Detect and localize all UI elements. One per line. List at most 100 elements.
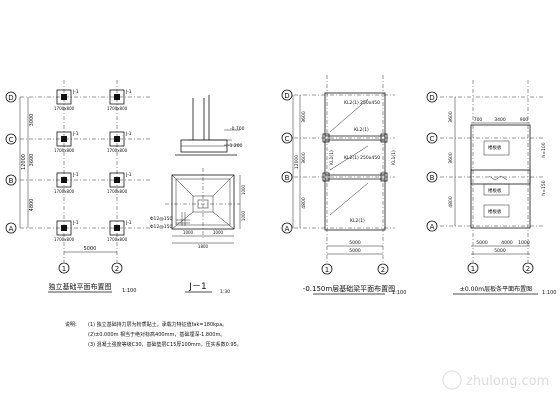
rebar-label: Φ12@150 <box>150 224 172 230</box>
scale-text: 1:100 <box>392 290 406 296</box>
column <box>114 136 120 142</box>
footing <box>109 89 125 105</box>
footing <box>56 220 72 236</box>
footing-label: J-1 <box>72 220 79 226</box>
dim-text-h: 5000 <box>349 248 361 254</box>
axis-label-2: 2 <box>526 265 530 273</box>
beam-label: KL2(1) <box>350 218 365 224</box>
column <box>61 225 67 231</box>
column <box>380 172 388 182</box>
footing-size: 1700x800 <box>107 106 128 111</box>
axis-bubble-d <box>426 91 438 103</box>
axis-bubble-a <box>281 222 293 234</box>
watermark-logo <box>442 370 462 390</box>
axis-label-1: 1 <box>325 266 329 274</box>
axis-label-2: 2 <box>381 266 385 274</box>
beam-frame <box>324 92 386 231</box>
dim-text: 3000 <box>29 114 35 127</box>
slab-label: 楼板板 <box>488 208 502 215</box>
dim-text: 1000 <box>241 210 246 221</box>
axis-bubble-c <box>5 133 17 145</box>
axis-bubble-c <box>426 132 438 144</box>
dim-text: 700 <box>474 117 483 123</box>
footing-size: 1700x800 <box>54 106 75 111</box>
axis-bubble-b <box>426 171 438 183</box>
dim-text: 4000 <box>501 240 513 246</box>
footing-size: 1700x800 <box>107 189 128 194</box>
dim-text: 1000 <box>213 230 224 235</box>
footing-label: J-1 <box>125 89 132 95</box>
axis-label-c: C <box>430 135 435 143</box>
footing-detail: -0.700 -1.200 Φ12@150 Φ12@150 1000 1000 … <box>150 95 246 295</box>
watermark: zhulong.com <box>442 370 549 390</box>
dim-total-text: 1800 <box>198 244 209 249</box>
axis-label-c: C <box>9 136 14 144</box>
footing <box>56 131 72 147</box>
slab-diagonal <box>329 98 369 133</box>
axis-label-d: D <box>8 94 13 102</box>
column <box>61 177 67 183</box>
beam-label: KL2(1) <box>354 127 369 133</box>
footing <box>56 172 72 188</box>
slope-line <box>212 174 235 197</box>
dim-text: 1000 <box>241 184 246 195</box>
scale-text: 1:100 <box>542 290 556 296</box>
slope-line <box>171 174 194 197</box>
scale-text: 1:30 <box>220 289 230 295</box>
panel-title: 独立基础平面布置图 <box>49 282 112 291</box>
axis-bubble-2 <box>111 262 123 274</box>
axis-label-a: A <box>430 223 435 231</box>
axis-label-2: 2 <box>115 265 119 273</box>
dim-text: 5000 <box>476 240 488 246</box>
side-label: h=150 <box>541 180 547 195</box>
dim-text: 3600 <box>301 111 307 123</box>
footing <box>109 220 125 236</box>
dim-text: 1000 <box>518 240 530 246</box>
dim-text: 3600 <box>301 152 307 164</box>
axis-label-c: C <box>285 135 290 143</box>
dim-text: 4800 <box>301 197 307 209</box>
beam-label: KL2(1) 250x450 <box>344 100 380 106</box>
dim-text-h: 5000 <box>349 240 361 246</box>
dim-text: 3600 <box>29 154 35 167</box>
dim-text: 3400 <box>494 117 506 123</box>
dim-text: 3600 <box>448 152 454 164</box>
notes-heading: 说明: <box>65 321 77 328</box>
footing-size: 1700x800 <box>107 148 128 153</box>
axis-label-d: D <box>429 94 434 102</box>
column <box>114 225 120 231</box>
side-label: h=100 <box>541 142 547 157</box>
design-notes: 说明: (1) 独立基础持力层为粉质黏土，承载力特征值fak=180kpa。 (… <box>65 321 242 348</box>
axis-bubble-d <box>5 91 17 103</box>
axis-bubble-1 <box>58 262 70 274</box>
axis-bubble-b <box>5 174 17 186</box>
axis-label-b: B <box>9 177 14 185</box>
column <box>114 177 120 183</box>
column <box>322 133 330 143</box>
note-line: (2)±0.000m 相当于绝对标高400mm，基础埋深-1.800m。 <box>88 331 225 338</box>
axis-label-1: 1 <box>62 265 66 273</box>
rebar-label: Φ12@150 <box>150 216 172 222</box>
footing-size: 1700x800 <box>54 237 75 242</box>
slab-zone <box>483 204 510 218</box>
panel-title: -0.150m层基础梁平面布置图 <box>303 284 395 293</box>
footing-label: J-1 <box>125 131 132 137</box>
column <box>61 136 67 142</box>
watermark-text: zhulong.com <box>466 374 549 389</box>
axis-bubble-a <box>5 222 17 234</box>
slope-line <box>171 211 194 230</box>
footing-label: J-1 <box>72 89 79 95</box>
dim-text: 4800 <box>29 199 35 212</box>
axis-bubble-d <box>281 89 293 101</box>
footing-size: 1700x800 <box>54 148 75 153</box>
footing-label: J-1 <box>72 131 79 137</box>
note-line: (3) 混凝土强度等级C30，基础垫层C15厚100mm，压实系数0.95。 <box>88 341 242 348</box>
footing-label: J-1 <box>125 220 132 226</box>
elev-bot: -1.200 <box>228 143 243 149</box>
footing-size: 1700x800 <box>107 237 128 242</box>
beam-plan: D C B A 1 2 KL2(1) 250x450 KL2(1) KL2(1)… <box>281 75 406 296</box>
axis-bubble-2 <box>377 263 389 275</box>
footing <box>109 131 125 147</box>
